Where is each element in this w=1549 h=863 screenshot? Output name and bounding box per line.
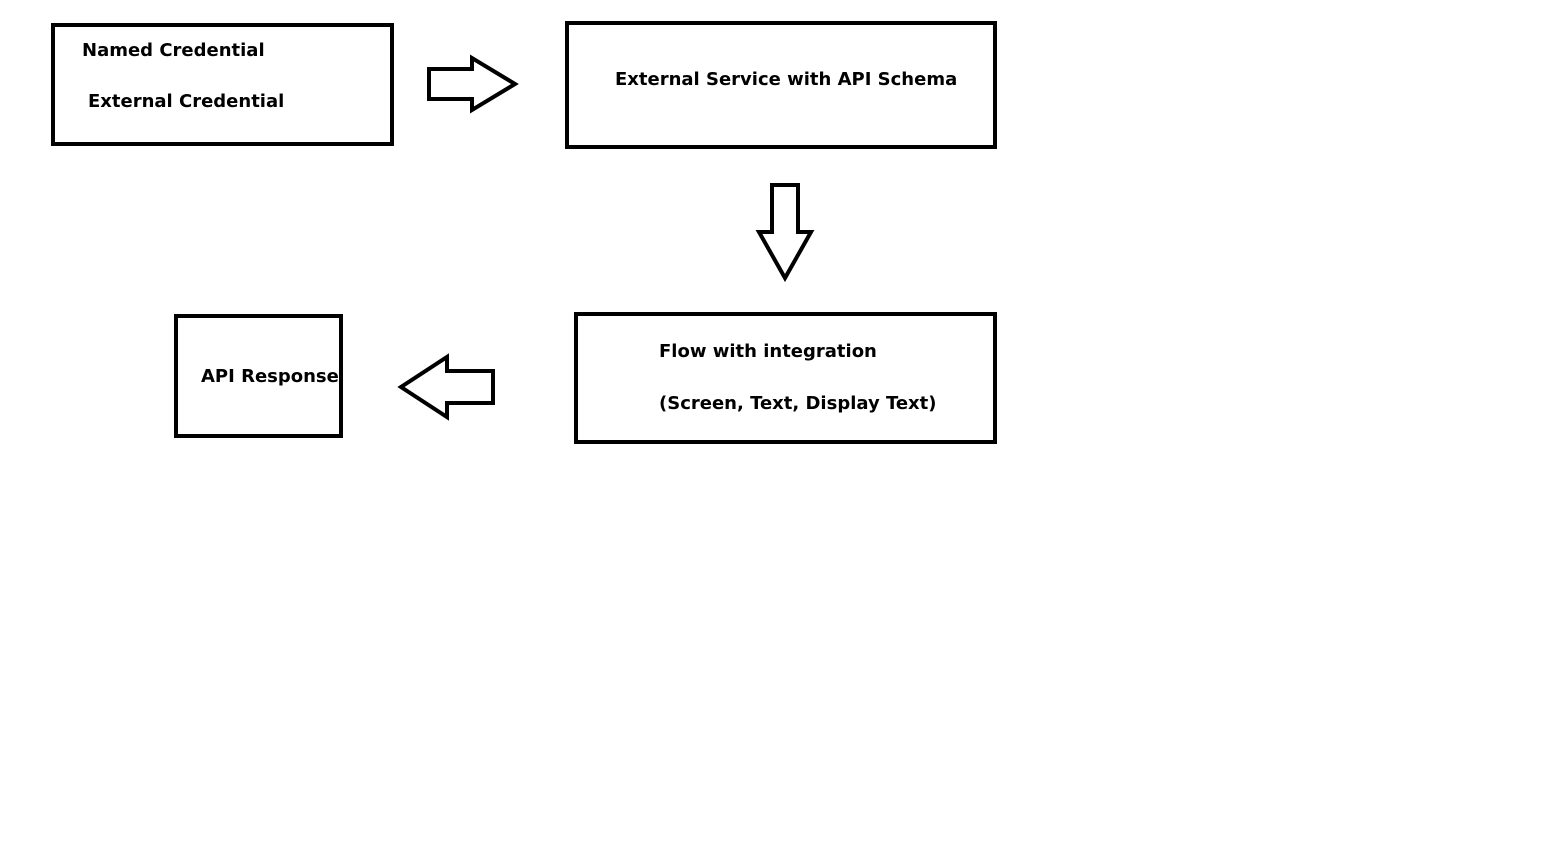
external-service-box <box>565 21 997 149</box>
api-response-box <box>174 314 343 438</box>
left-arrow-icon <box>397 353 495 421</box>
credentials-box <box>51 23 394 146</box>
flow-label: Flow with integration <box>659 341 877 362</box>
flow-details-label: (Screen, Text, Display Text) <box>659 393 937 414</box>
right-arrow-icon <box>427 54 519 114</box>
named-credential-label: Named Credential <box>82 40 265 61</box>
down-arrow-icon <box>755 183 815 283</box>
api-response-label: API Response <box>201 366 339 387</box>
external-service-label: External Service with API Schema <box>615 69 958 90</box>
external-credential-label: External Credential <box>88 91 285 112</box>
flow-box <box>574 312 997 444</box>
